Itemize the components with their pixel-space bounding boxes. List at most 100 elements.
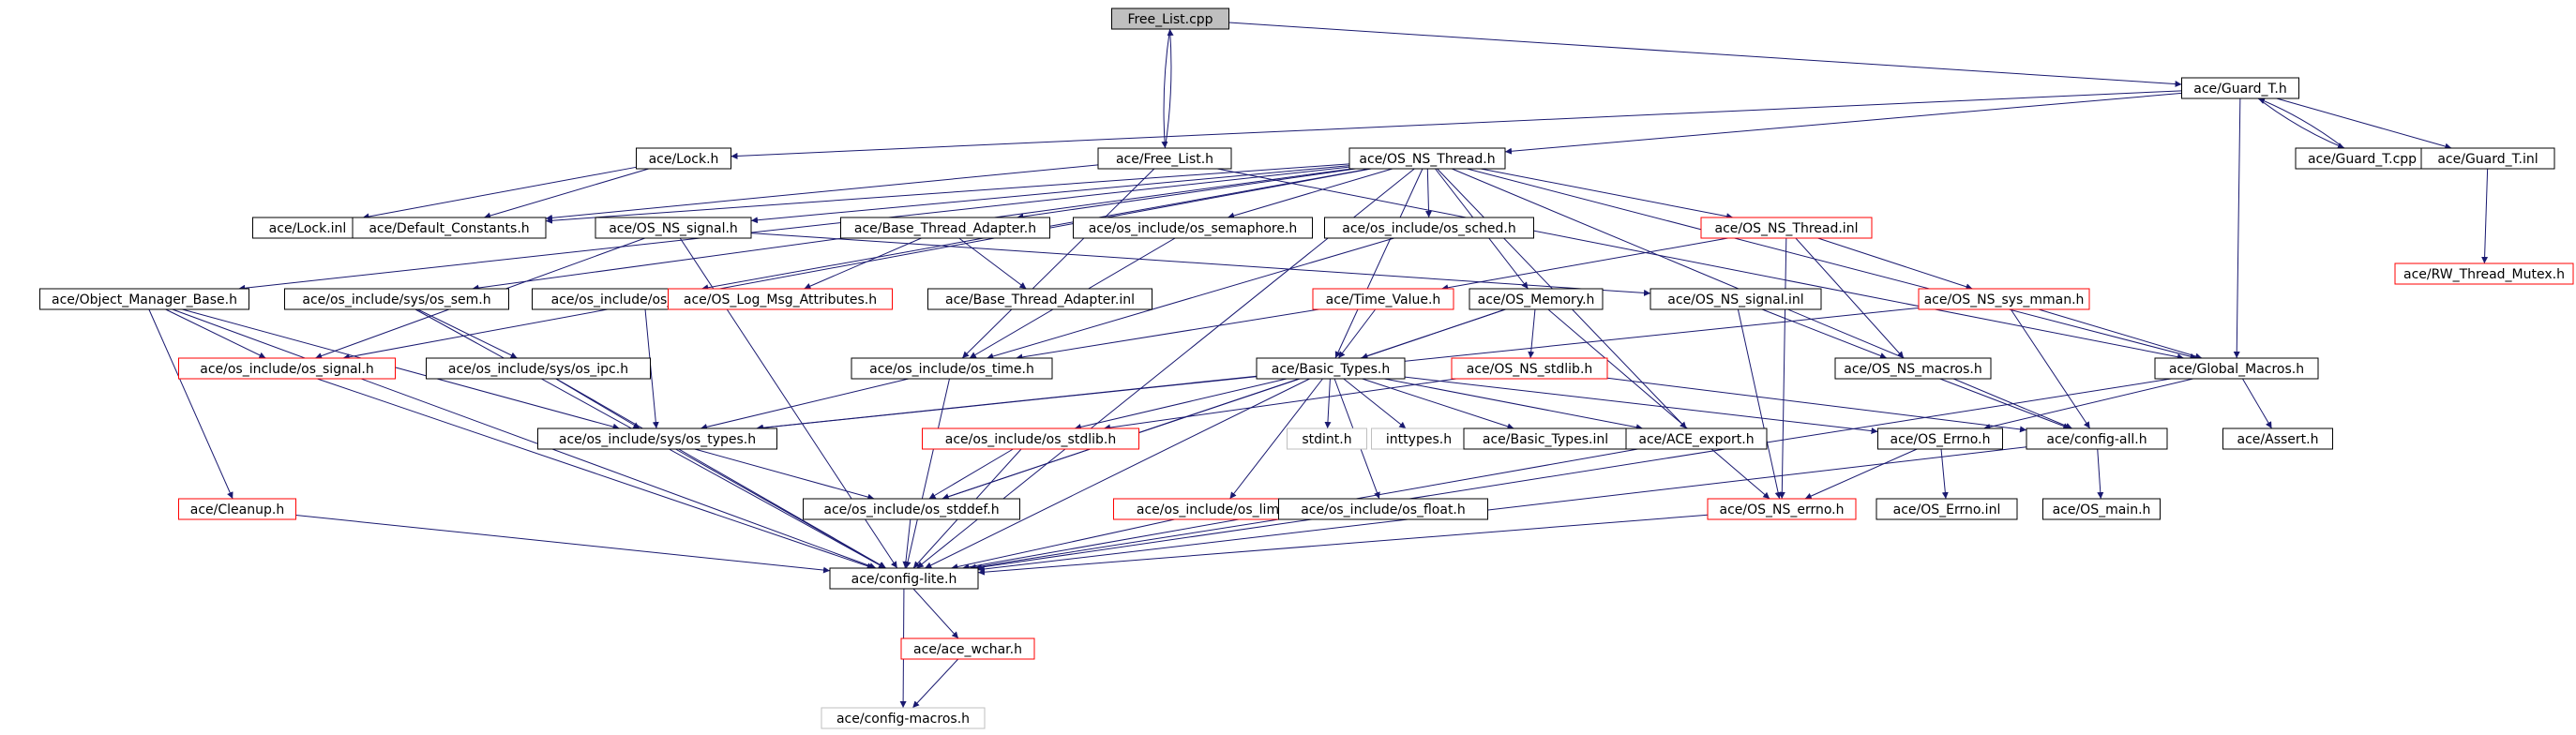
node-os-errno-inl[interactable]: ace/OS_Errno.inl <box>1876 498 2018 520</box>
node-label: ace/os_include/os_semaphore.h <box>1089 221 1298 236</box>
node-os-main-h[interactable]: ace/OS_main.h <box>2042 498 2161 520</box>
node-os-sem-h[interactable]: ace/os_include/sys/os_sem.h <box>284 288 509 310</box>
node-basic-types-inl[interactable]: ace/Basic_Types.inl <box>1463 428 1628 450</box>
node-os-ipc-h[interactable]: ace/os_include/sys/os_ipc.h <box>426 357 651 380</box>
node-rw-thread-mutex-h[interactable]: ace/RW_Thread_Mutex.h <box>2394 262 2574 285</box>
node-os-types-h[interactable]: ace/os_include/sys/os_types.h <box>537 428 777 450</box>
edge-object_manager_base_h-to-os_types_h <box>182 308 620 430</box>
node-box <box>1287 428 1367 450</box>
node-config-macros-h[interactable]: ace/config-macros.h <box>821 707 986 729</box>
node-os-sched-h[interactable]: ace/os_include/os_sched.h <box>1324 217 1534 239</box>
edge-guard_t_h-to-global_macros_h <box>2233 98 2241 359</box>
node-box <box>1918 288 2090 310</box>
node-os-ns-thread-h[interactable]: ace/OS_NS_Thread.h <box>1348 147 1506 170</box>
node-os-time-h[interactable]: ace/os_include/os_time.h <box>851 357 1053 380</box>
edge-os_time_h-to-config_lite_h <box>904 378 950 569</box>
node-lock-h[interactable]: ace/Lock.h <box>636 147 731 170</box>
edge-object_manager_base_h-to-config_lite_h <box>172 308 877 569</box>
node-box <box>1097 147 1232 170</box>
edge-free_list_h-to-free_list_cpp <box>1164 28 1174 149</box>
node-label: ace/OS_NS_sys_mman.h <box>1924 292 2085 308</box>
edge-base_thread_adapter_h-to-base_thread_adapter_inl <box>958 237 1027 290</box>
node-lock-inl[interactable]: ace/Lock.inl <box>252 217 363 239</box>
node-os-ns-stdlib-h[interactable]: ace/OS_NS_stdlib.h <box>1451 357 1608 380</box>
edge-os_ns_errno_h-to-config_lite_h <box>977 514 1709 576</box>
node-stdint-h[interactable]: stdint.h <box>1287 428 1367 450</box>
node-label: ace/Basic_Types.h <box>1272 362 1390 377</box>
node-label: ace/os_include/os_limits.h <box>1137 502 1307 518</box>
node-assert-h[interactable]: ace/Assert.h <box>2222 428 2333 450</box>
node-box <box>426 357 651 380</box>
node-os-signal-h[interactable]: ace/os_include/os_signal.h <box>178 357 396 380</box>
node-label: inttypes.h <box>1386 432 1452 447</box>
node-box <box>595 217 752 239</box>
node-box <box>2222 428 2333 450</box>
edge-basic_types_h-to-inttypes_h <box>1343 378 1407 429</box>
node-config-all-h[interactable]: ace/config-all.h <box>2026 428 2168 450</box>
edge-lock_h-to-default_constants_h <box>484 168 649 219</box>
node-ace-export-h[interactable]: ace/ACE_export.h <box>1625 428 1768 450</box>
node-label: ace/ACE_export.h <box>1638 432 1754 447</box>
node-guard-t-h[interactable]: ace/Guard_T.h <box>2181 77 2299 99</box>
edge-object_manager_base_h-to-os_signal_h <box>165 308 266 359</box>
node-guard-t-inl[interactable]: ace/Guard_T.inl <box>2420 147 2555 170</box>
node-os-ns-errno-h[interactable]: ace/OS_NS_errno.h <box>1707 498 1857 520</box>
edge-basic_types_h-to-basic_types_inl <box>1362 378 1514 430</box>
node-label: ace/os_include/os_signal.h <box>200 362 374 377</box>
node-free-list-h[interactable]: ace/Free_List.h <box>1097 147 1232 170</box>
node-guard-t-cpp[interactable]: ace/Guard_T.cpp <box>2295 147 2430 170</box>
edge-os_ns_thread_inl-to-os_ns_sys_mman_h <box>1817 237 1973 291</box>
node-os-ns-signal-h[interactable]: ace/OS_NS_signal.h <box>595 217 752 239</box>
node-object-manager-base-h[interactable]: ace/Object_Manager_Base.h <box>39 288 249 310</box>
node-os-stddef-h[interactable]: ace/os_include/os_stddef.h <box>803 498 1020 520</box>
edge-basic_types_h-to-os_errno_h <box>1404 376 1878 435</box>
node-label: ace/config-lite.h <box>851 572 957 587</box>
node-os-ns-macros-h[interactable]: ace/OS_NS_macros.h <box>1834 357 1992 380</box>
edge-os_limits_h-to-config_lite_h <box>951 518 1175 570</box>
node-label: ace/Guard_T.inl <box>2437 152 2538 167</box>
node-label: stdint.h <box>1302 432 1351 447</box>
node-global-macros-h[interactable]: ace/Global_Macros.h <box>2154 357 2319 380</box>
node-os-log-msg-attributes-h[interactable]: ace/OS_Log_Msg_Attributes.h <box>668 288 893 310</box>
edge-config_lite_h-to-ace_wchar_h <box>912 588 959 639</box>
node-base-thread-adapter-inl[interactable]: ace/Base_Thread_Adapter.inl <box>927 288 1152 310</box>
edge-base_thread_adapter_h-to-os_log_msg_attributes_h <box>804 237 922 290</box>
node-os-errno-h[interactable]: ace/OS_Errno.h <box>1877 428 2003 450</box>
node-default-constants-h[interactable]: ace/Default_Constants.h <box>352 217 547 239</box>
node-config-lite-h[interactable]: ace/config-lite.h <box>829 567 979 590</box>
node-box <box>1469 288 1604 310</box>
edge-os_ns_thread_inl-to-time_value_h <box>1441 237 1728 292</box>
edge-ace_wchar_h-to-config_macros_h <box>911 658 959 709</box>
node-os-stdlib-h[interactable]: ace/os_include/os_stdlib.h <box>922 428 1139 450</box>
node-label: ace/Basic_Types.inl <box>1483 432 1608 447</box>
node-inttypes-h[interactable]: inttypes.h <box>1371 428 1467 450</box>
node-label: ace/OS_NS_macros.h <box>1844 362 1981 377</box>
node-basic-types-h[interactable]: ace/Basic_Types.h <box>1256 357 1406 380</box>
node-os-ns-thread-inl[interactable]: ace/OS_NS_Thread.inl <box>1700 217 1873 239</box>
node-label: ace/os_include/sys/os_types.h <box>559 432 756 447</box>
node-os-ns-sys-mman-h[interactable]: ace/OS_NS_sys_mman.h <box>1918 288 2090 310</box>
edge-object_manager_base_h-to-cleanup_h <box>148 308 233 500</box>
node-os-float-h[interactable]: ace/os_include/os_float.h <box>1278 498 1488 520</box>
node-cleanup-h[interactable]: ace/Cleanup.h <box>178 498 296 520</box>
node-time-value-h[interactable]: ace/Time_Value.h <box>1312 288 1454 310</box>
node-ace-wchar-h[interactable]: ace/ace_wchar.h <box>900 638 1035 660</box>
node-label: ace/os_include/sys/os_ipc.h <box>448 362 628 377</box>
edge-os_time_h-to-os_types_h <box>700 378 910 430</box>
edge-os_errno_h-to-os_ns_errno_h <box>1804 448 1918 500</box>
node-label: ace/ace_wchar.h <box>913 642 1022 657</box>
node-base-thread-adapter-h[interactable]: ace/Base_Thread_Adapter.h <box>840 217 1050 239</box>
node-os-ns-signal-inl[interactable]: ace/OS_NS_signal.inl <box>1650 288 1822 310</box>
edge-os_ns_thread_inl-to-os_ns_errno_h <box>1778 237 1787 500</box>
node-os-limits-h[interactable]: ace/os_include/os_limits.h <box>1113 498 1331 520</box>
node-label: ace/OS_Memory.h <box>1478 292 1595 308</box>
node-label: ace/OS_NS_signal.inl <box>1667 292 1803 308</box>
node-box <box>1700 217 1873 239</box>
node-os-semaphore-h[interactable]: ace/os_include/os_semaphore.h <box>1073 217 1313 239</box>
edge-os_ns_thread_h-to-os_ns_signal_h <box>750 165 1350 224</box>
node-label: ace/OS_NS_errno.h <box>1719 502 1844 518</box>
node-box <box>927 288 1152 310</box>
node-free-list-cpp[interactable]: Free_List.cpp <box>1111 8 1229 30</box>
node-label: ace/Guard_T.cpp <box>2308 152 2417 167</box>
node-os-memory-h[interactable]: ace/OS_Memory.h <box>1469 288 1604 310</box>
